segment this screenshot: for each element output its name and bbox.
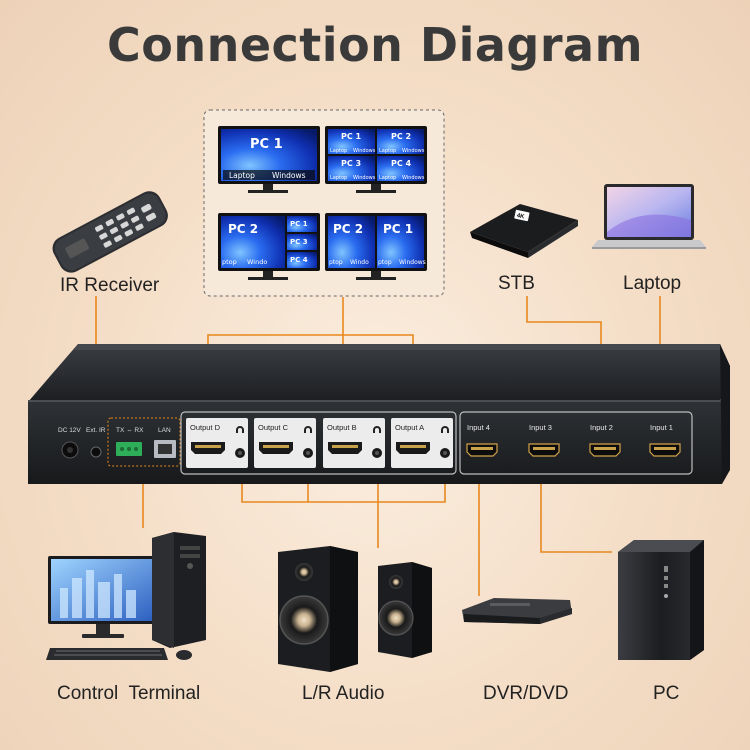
output-label: Output A [395, 423, 424, 432]
label-control-terminal: Control Terminal [57, 683, 201, 704]
output-label: Output D [190, 423, 221, 432]
input-port-2[interactable]: Input 2 [589, 423, 621, 457]
svg-text:PC 1: PC 1 [383, 222, 413, 236]
mon1-title: PC 1 [250, 137, 283, 152]
output-port-c[interactable]: Output C [254, 418, 316, 468]
output-port-d[interactable]: Output D [186, 418, 248, 468]
output-port-b[interactable]: Output B [323, 418, 385, 468]
svg-text:PC 1: PC 1 [290, 220, 308, 228]
label-ir-receiver: IR Receiver [60, 275, 160, 296]
svg-text:PC 4: PC 4 [290, 256, 308, 264]
svg-text:Laptop: Laptop [330, 148, 347, 154]
monitor-quad: PC 1 PC 2 PC 3 PC 4 Laptop Windows Lapto… [325, 126, 427, 193]
monitor-dual: PC 2 PC 1 ptop Windo ptop Windows [325, 213, 427, 280]
control-terminal [46, 532, 206, 660]
svg-text:Windows: Windows [399, 259, 426, 266]
svg-text:Windows: Windows [353, 148, 376, 154]
svg-text:PC 3: PC 3 [290, 238, 308, 246]
svg-text:PC 2: PC 2 [333, 222, 363, 236]
laptop-device [592, 184, 706, 249]
dc-label: DC 12V [58, 427, 81, 434]
svg-text:PC 1: PC 1 [341, 132, 362, 141]
label-lr-audio: L/R Audio [302, 683, 385, 704]
svg-text:Windo: Windo [247, 258, 267, 266]
input-port-1[interactable]: Input 1 [649, 423, 681, 457]
page-title: Connection Diagram [106, 18, 644, 72]
svg-text:Laptop: Laptop [229, 171, 255, 180]
monitor-layouts: PC 1 Laptop Windows PC 1 PC 2 PC 3 PC 4 … [203, 109, 445, 297]
svg-text:PC 2: PC 2 [228, 222, 258, 236]
input-label: Input 1 [650, 423, 673, 432]
svg-text:Windo: Windo [350, 259, 369, 266]
output-label: Output B [327, 423, 357, 432]
label-dvr-dvd: DVR/DVD [483, 683, 569, 704]
dvr-device [462, 598, 572, 624]
monitor-single: PC 1 Laptop Windows [218, 126, 320, 193]
label-stb: STB [498, 273, 535, 294]
svg-text:Laptop: Laptop [330, 175, 347, 181]
txrx-label: TX ⇔ RX [116, 427, 144, 434]
svg-text:Windows: Windows [402, 148, 425, 154]
ext-ir-label: Ext. IR [86, 427, 106, 434]
svg-text:Laptop: Laptop [379, 175, 396, 181]
headphone-icon [373, 426, 381, 433]
svg-text:Windows: Windows [353, 175, 376, 181]
svg-text:Windows: Windows [272, 171, 306, 180]
label-pc: PC [653, 683, 680, 704]
ir-remote [52, 191, 168, 273]
svg-text:ptop: ptop [222, 258, 237, 266]
input-label: Input 4 [467, 423, 490, 432]
svg-text:ptop: ptop [329, 259, 343, 266]
svg-text:PC 3: PC 3 [341, 159, 361, 168]
svg-text:PC 2: PC 2 [391, 132, 411, 141]
headphone-icon [304, 426, 312, 433]
input-port-3[interactable]: Input 3 [528, 423, 560, 457]
stb-device: 4K [470, 204, 578, 258]
lan-label: LAN [158, 427, 171, 434]
pc-tower [618, 540, 704, 660]
wire-pc [540, 462, 612, 553]
svg-text:Laptop: Laptop [379, 148, 396, 154]
input-port-4[interactable]: Input 4 [466, 423, 498, 457]
input-label: Input 2 [590, 423, 613, 432]
monitor-pip: PC 2 PC 1 PC 3 PC 4 ptop Windo [218, 213, 320, 280]
output-port-a[interactable]: Output A [391, 418, 453, 468]
stb-badge: 4K [516, 213, 525, 221]
headphone-icon [236, 426, 244, 433]
svg-text:ptop: ptop [378, 259, 392, 266]
label-laptop: Laptop [623, 273, 682, 294]
input-label: Input 3 [529, 423, 552, 432]
output-label: Output C [258, 423, 289, 432]
kvm-switch: DC 12V Ext. IR TX ⇔ RX LAN [28, 344, 730, 484]
speakers [278, 546, 432, 672]
output-ports: Output D Output C Output B Output A [186, 418, 453, 468]
svg-text:Windows: Windows [402, 175, 425, 181]
headphone-icon [441, 426, 449, 433]
input-ports: Input 4 Input 3 Input 2 Input 1 [466, 423, 681, 457]
svg-text:PC 4: PC 4 [391, 159, 412, 168]
